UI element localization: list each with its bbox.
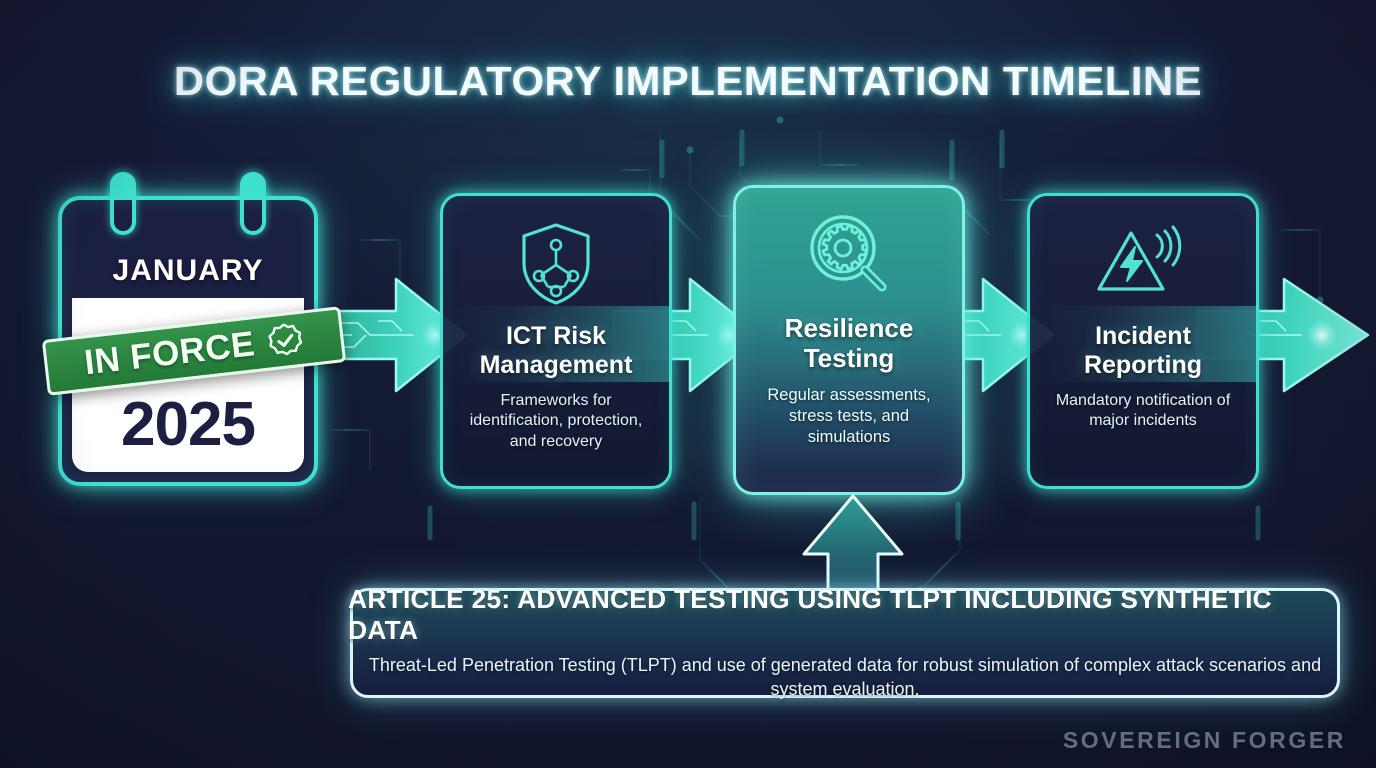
shield-network-icon	[522, 223, 590, 305]
callout-title: ARTICLE 25: ADVANCED TESTING USING TLPT …	[348, 584, 1272, 646]
card-2-title-line-1: Resilience	[784, 313, 914, 343]
card-3-title-line-1: Incident	[1095, 322, 1191, 350]
calendar-month-label: JANUARY	[112, 254, 264, 287]
in-force-badge-label: IN FORCE	[82, 324, 257, 383]
check-seal-icon	[268, 323, 303, 356]
card-1-title: ICT Risk Management	[472, 322, 641, 379]
calendar-january-2025[interactable]: JANUARY 2025 IN FORCE	[41, 172, 347, 486]
calendar-year-label: 2025	[121, 390, 256, 459]
card-3-title: Incident Reporting	[1076, 322, 1210, 379]
card-incident-reporting[interactable]: Incident Reporting Mandatory notificatio…	[1027, 193, 1259, 489]
calendar-ring-right-overlay	[240, 191, 266, 235]
magnifier-gear-icon	[810, 215, 887, 292]
callout-body: Threat-Led Penetration Testing (TLPT) an…	[368, 655, 1322, 699]
alert-triangle-signal-icon	[1097, 225, 1182, 291]
card-resilience-testing[interactable]: Resilience Testing Regular assessments, …	[733, 185, 965, 495]
card-3-icon-wrap	[1095, 218, 1191, 310]
card-1-title-line-1: ICT Risk	[505, 322, 607, 350]
card-1-description: Frameworks for identification, protectio…	[469, 392, 643, 450]
card-1-title-line-2: Management	[479, 350, 633, 379]
watermark: SOVEREIGN FORGER	[1062, 727, 1346, 753]
page-title: DORA REGULATORY IMPLEMENTATION TIMELINE	[173, 58, 1203, 104]
card-3-title-line-2: Reporting	[1083, 350, 1203, 379]
card-2-title-line-2: Testing	[803, 342, 895, 373]
card-2-icon-wrap	[806, 208, 892, 300]
card-3-description: Mandatory notification of major incident…	[1055, 392, 1231, 430]
calendar-ring-left-overlay	[110, 191, 136, 235]
card-1-icon-wrap	[517, 218, 595, 310]
card-2-title: Resilience Testing	[777, 313, 922, 373]
article-25-callout[interactable]: ARTICLE 25: ADVANCED TESTING USING TLPT …	[348, 584, 1340, 699]
card-ict-risk-management[interactable]: ICT Risk Management Frameworks for ident…	[440, 193, 672, 489]
card-2-description: Regular assessments, stress tests, and s…	[767, 386, 931, 447]
